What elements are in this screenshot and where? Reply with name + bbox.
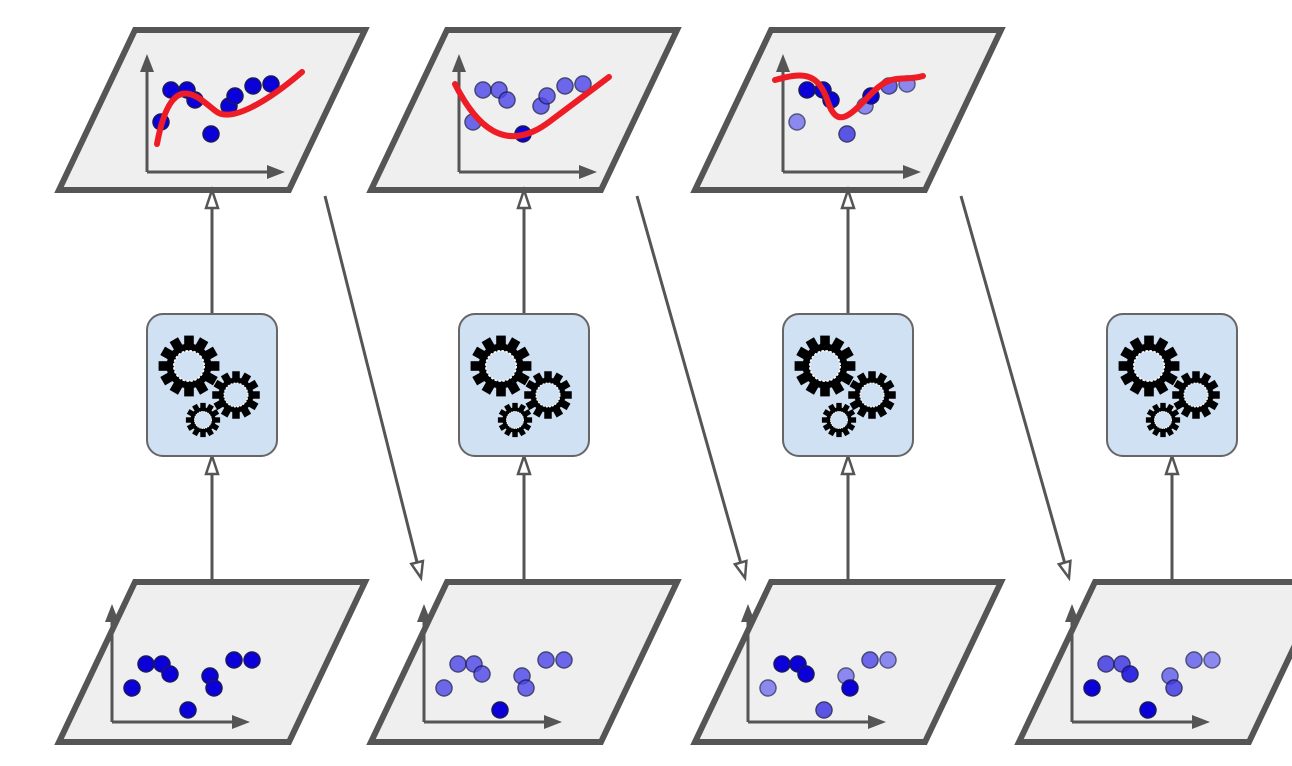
prediction-point-p8: [244, 77, 262, 95]
arrow-input-to-model-2-head-icon: [516, 452, 532, 476]
prediction-panel-2-x-arrow-icon: [579, 165, 597, 179]
prediction-panel-3-x-arrow-icon: [903, 165, 921, 179]
prediction-point-p2: [798, 81, 816, 99]
input-point-p5: [1139, 701, 1157, 719]
input-point-p9: [243, 651, 261, 669]
input-point-p8: [537, 651, 555, 669]
arrow-model-to-prediction-2-head-icon: [516, 186, 532, 210]
input-panel-4-x-arrow-icon: [1192, 715, 1210, 729]
input-point-p9: [555, 651, 573, 669]
arrow-model-to-prediction-1-head-icon: [204, 186, 220, 210]
fitted-curve-3: [772, 72, 926, 121]
prediction-point-p2: [474, 81, 492, 99]
input-point-p9: [1203, 651, 1221, 669]
input-panel-1: [54, 579, 370, 745]
input-panel-4-y-arrow-icon: [1065, 604, 1079, 622]
input-panel-2-x-arrow-icon: [544, 715, 562, 729]
input-point-p4: [473, 665, 491, 683]
input-point-p8: [1185, 651, 1203, 669]
prediction-point-p8: [556, 77, 574, 95]
input-point-p1: [1083, 679, 1101, 697]
input-panel-2-y-arrow-icon: [417, 604, 431, 622]
arrow-residual-2-to-3: [635, 195, 743, 564]
input-point-p4: [1121, 665, 1139, 683]
connectors-layer: [204, 186, 1180, 582]
input-point-p1: [123, 679, 141, 697]
input-point-p5: [491, 701, 509, 719]
input-point-p7: [1165, 679, 1183, 697]
input-panel-1-x-arrow-icon: [232, 715, 250, 729]
arrow-residual-head-icon: [732, 559, 748, 582]
input-point-p1: [759, 679, 777, 697]
input-point-p5: [179, 701, 197, 719]
prediction-point-p7: [226, 87, 244, 105]
input-point-p8: [861, 651, 879, 669]
prediction-panel-1-y-arrow-icon: [140, 54, 154, 72]
input-point-p1: [435, 679, 453, 697]
input-point-p7: [841, 679, 859, 697]
input-panel-1-y-arrow-icon: [105, 604, 119, 622]
input-point-p2: [137, 655, 155, 673]
input-point-p8: [225, 651, 243, 669]
arrow-input-to-model-4-head-icon: [1164, 452, 1180, 476]
arrow-residual-1-to-2: [323, 195, 419, 563]
prediction-point-p5: [838, 125, 856, 143]
input-point-p2: [1097, 655, 1115, 673]
prediction-point-p4: [498, 91, 516, 109]
panels-layer: [54, 27, 1292, 745]
prediction-panel-3: [690, 27, 1006, 193]
input-point-p7: [205, 679, 223, 697]
input-point-p7: [517, 679, 535, 697]
prediction-point-p1: [788, 113, 806, 131]
input-panel-3-x-arrow-icon: [868, 715, 886, 729]
arrow-residual-head-icon: [409, 559, 425, 582]
arrow-input-to-model-1-head-icon: [204, 452, 220, 476]
prediction-panel-3-y-arrow-icon: [776, 54, 790, 72]
arrow-model-to-prediction-3-head-icon: [840, 186, 856, 210]
input-point-p2: [773, 655, 791, 673]
input-panel-3-y-arrow-icon: [741, 604, 755, 622]
arrow-residual-head-icon: [1056, 559, 1072, 582]
input-point-p9: [879, 651, 897, 669]
input-point-p5: [815, 701, 833, 719]
fitted-curve-2: [452, 74, 612, 140]
input-panel-2: [366, 579, 682, 745]
input-point-p4: [797, 665, 815, 683]
prediction-panel-1-x-arrow-icon: [267, 165, 285, 179]
prediction-panel-2: [366, 27, 682, 193]
arrow-residual-3-to-4: [959, 195, 1067, 564]
input-panel-3: [690, 579, 1006, 745]
input-point-p4: [161, 665, 179, 683]
input-point-p2: [449, 655, 467, 673]
prediction-point-p5: [202, 125, 220, 143]
prediction-point-p9: [574, 75, 592, 93]
input-panel-4: [1014, 579, 1292, 745]
prediction-point-p9: [262, 75, 280, 93]
models-layer: [146, 313, 1238, 457]
prediction-point-p7: [538, 87, 556, 105]
arrow-input-to-model-3-head-icon: [840, 452, 856, 476]
prediction-panel-2-y-arrow-icon: [452, 54, 466, 72]
fitted-curve-1: [154, 69, 305, 147]
